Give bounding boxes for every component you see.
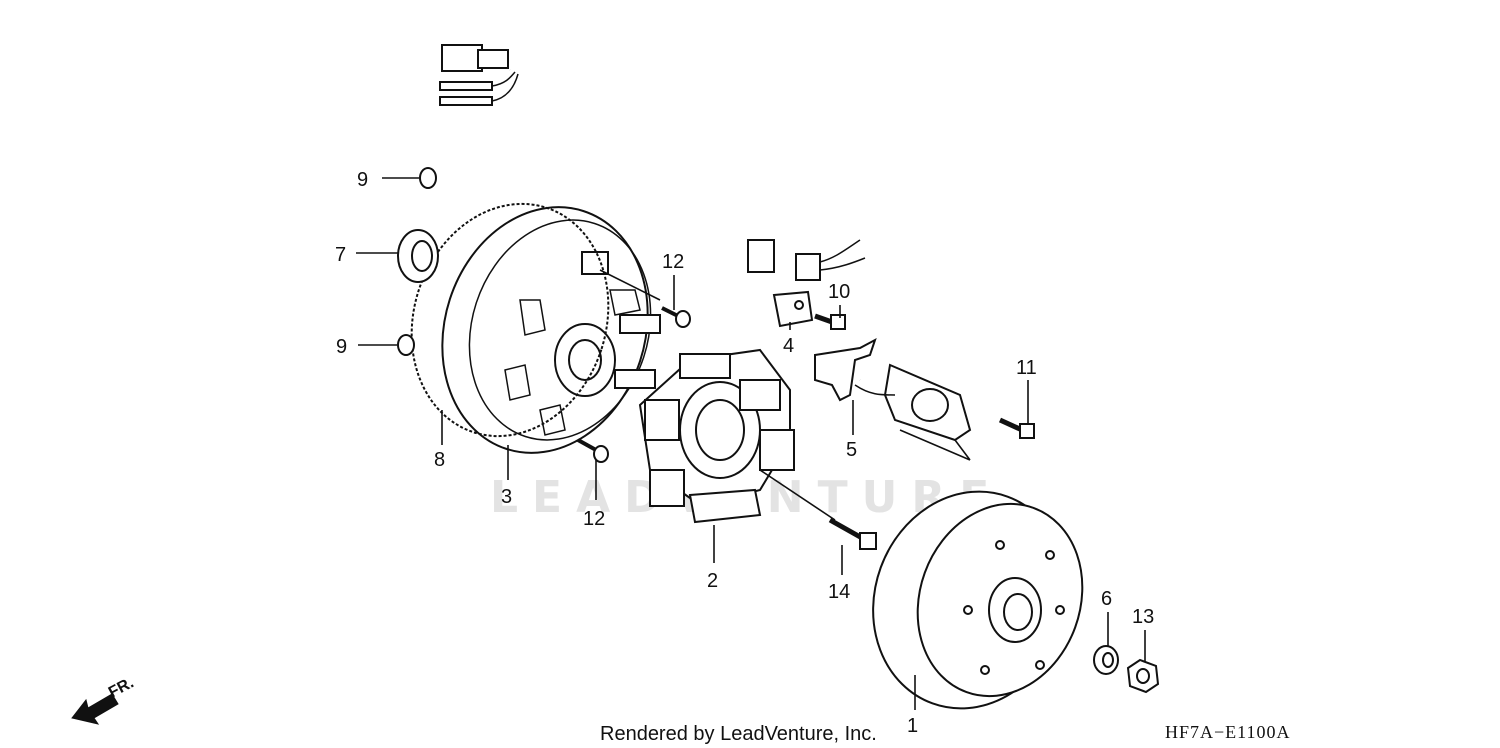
flywheel	[872, 490, 1084, 710]
harness-connector	[441, 44, 483, 72]
harness-coupler	[747, 239, 775, 273]
washer-top	[419, 167, 437, 189]
callout-12-lower: 12	[583, 508, 605, 530]
screw-lower	[577, 438, 609, 463]
callout-13: 13	[1132, 606, 1154, 628]
bolt-10	[814, 313, 846, 330]
callout-7: 7	[335, 244, 346, 266]
callout-8: 8	[434, 449, 445, 471]
oil-seal	[397, 229, 439, 283]
credit-text: Rendered by LeadVenture, Inc.	[600, 723, 877, 745]
callout-9-bottom: 9	[336, 336, 347, 358]
callout-10: 10	[828, 281, 850, 303]
callout-6: 6	[1101, 588, 1112, 610]
callout-4: 4	[783, 335, 794, 357]
diagram-code: HF7A−E1100A	[1165, 722, 1291, 742]
callouts: 9 7 9 8 3 12 12 2 4 10 5 11 14 1 6 13	[335, 169, 1154, 737]
leader-lines	[356, 177, 1146, 710]
washer-bottom	[397, 334, 415, 356]
flywheel-nut	[1126, 658, 1160, 694]
bolt-14	[828, 517, 877, 550]
callout-5: 5	[846, 439, 857, 461]
callout-11: 11	[1016, 357, 1037, 379]
callout-9-top: 9	[357, 169, 368, 191]
sensor-bracket	[772, 290, 814, 328]
stator-base-plate	[441, 206, 661, 454]
stator	[638, 348, 795, 524]
pulse-generator	[814, 337, 972, 442]
callout-1: 1	[907, 715, 918, 737]
callout-2: 2	[707, 570, 718, 592]
front-direction-arrow: FR.	[71, 674, 137, 725]
flywheel-washer	[1093, 645, 1119, 675]
callout-3: 3	[501, 486, 512, 508]
callout-14: 14	[828, 581, 850, 603]
bullet-terminal	[439, 81, 493, 91]
bolt-11	[998, 417, 1035, 439]
wire-harness	[439, 44, 866, 382]
screw-upper	[661, 306, 691, 328]
callout-12-upper: 12	[662, 251, 684, 273]
